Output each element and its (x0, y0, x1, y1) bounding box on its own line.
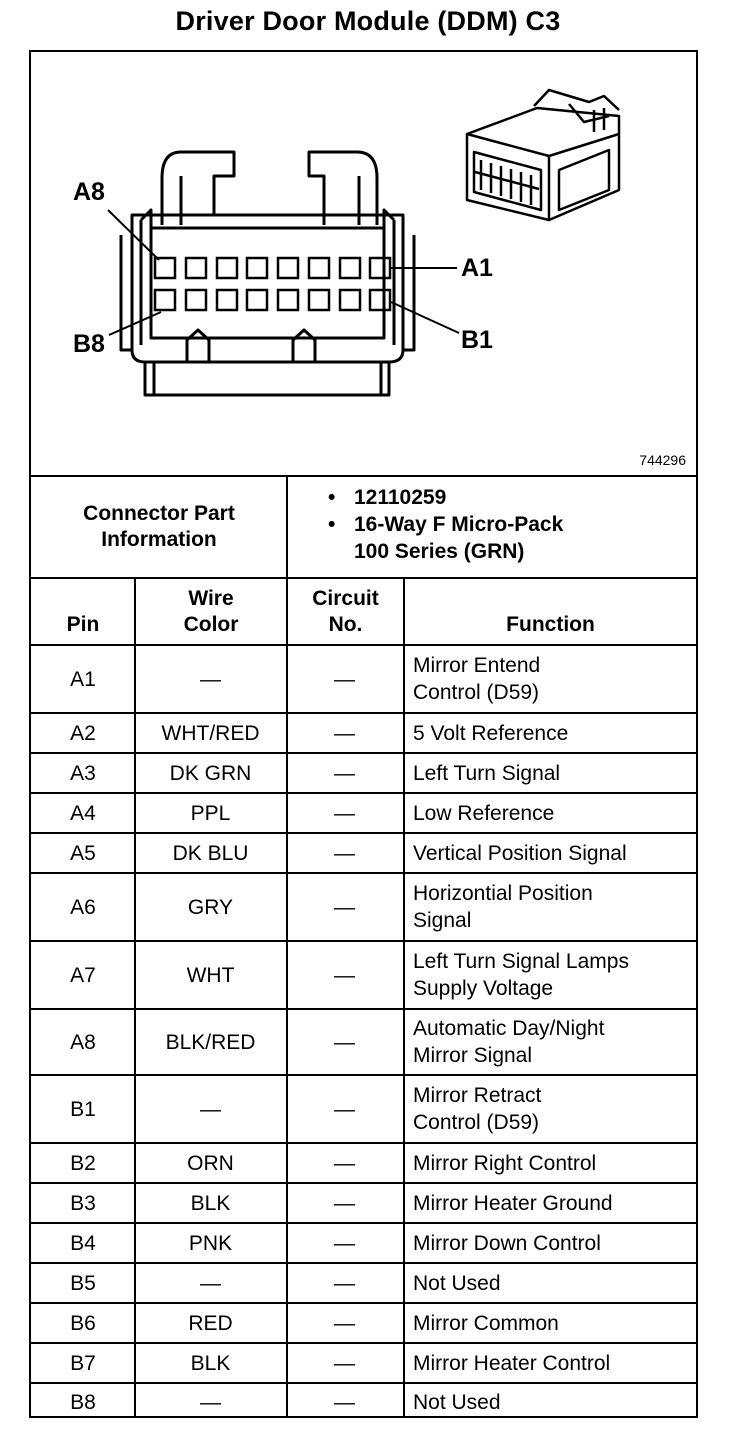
pin-cavities (153, 256, 392, 312)
label-a1: A1 (461, 254, 493, 282)
connector-3d-illustration (465, 88, 621, 222)
column-divider-1 (134, 579, 136, 1416)
table-row: B2 ORN — Mirror Right Control (31, 1142, 696, 1182)
table-row: B3 BLK — Mirror Heater Ground (31, 1182, 696, 1222)
connector-part-number: 12110259 (328, 484, 563, 511)
connector-series: 100 Series (GRN) (354, 540, 525, 563)
connector-diagram: A8 A1 B8 B1 (73, 88, 621, 397)
table-row: B5 — — Not Used (31, 1262, 696, 1302)
image-id: 744296 (639, 452, 686, 468)
connector-info-list: 12110259 16-Way F Micro-Pack 100 Series … (328, 484, 563, 565)
connector-info-label: Connector Part Information (83, 502, 235, 551)
header-function: Function (506, 613, 595, 636)
leader-lines (107, 209, 460, 336)
column-divider-3 (403, 579, 405, 1416)
column-divider-2 (286, 579, 288, 1416)
table-row: B6 RED — Mirror Common (31, 1302, 696, 1342)
table-row: B4 PNK — Mirror Down Control (31, 1222, 696, 1262)
divider-connector-info-vertical (286, 477, 288, 577)
table-row: A2 WHT/RED — 5 Volt Reference (31, 712, 696, 752)
page-title: Driver Door Module (DDM) C3 (175, 6, 561, 36)
table-row: A5 DK BLU — Vertical Position Signal (31, 832, 696, 872)
divider-diagram (31, 475, 696, 477)
label-b8: B8 (73, 330, 105, 358)
table-row: B8 — — Not Used (31, 1382, 696, 1420)
divider-connector-info (31, 577, 696, 579)
header-pin: Pin (66, 613, 100, 636)
table-row: A3 DK GRN — Left Turn Signal (31, 752, 696, 792)
table-row: B7 BLK — Mirror Heater Control (31, 1342, 696, 1382)
table-frame (29, 50, 698, 1418)
connector-type: 16-Way F Micro-Pack (328, 511, 563, 538)
table-row: A4 PPL — Low Reference (31, 792, 696, 832)
connector-face-drawing (119, 150, 416, 397)
label-a8: A8 (73, 178, 105, 206)
label-b1: B1 (461, 326, 493, 354)
